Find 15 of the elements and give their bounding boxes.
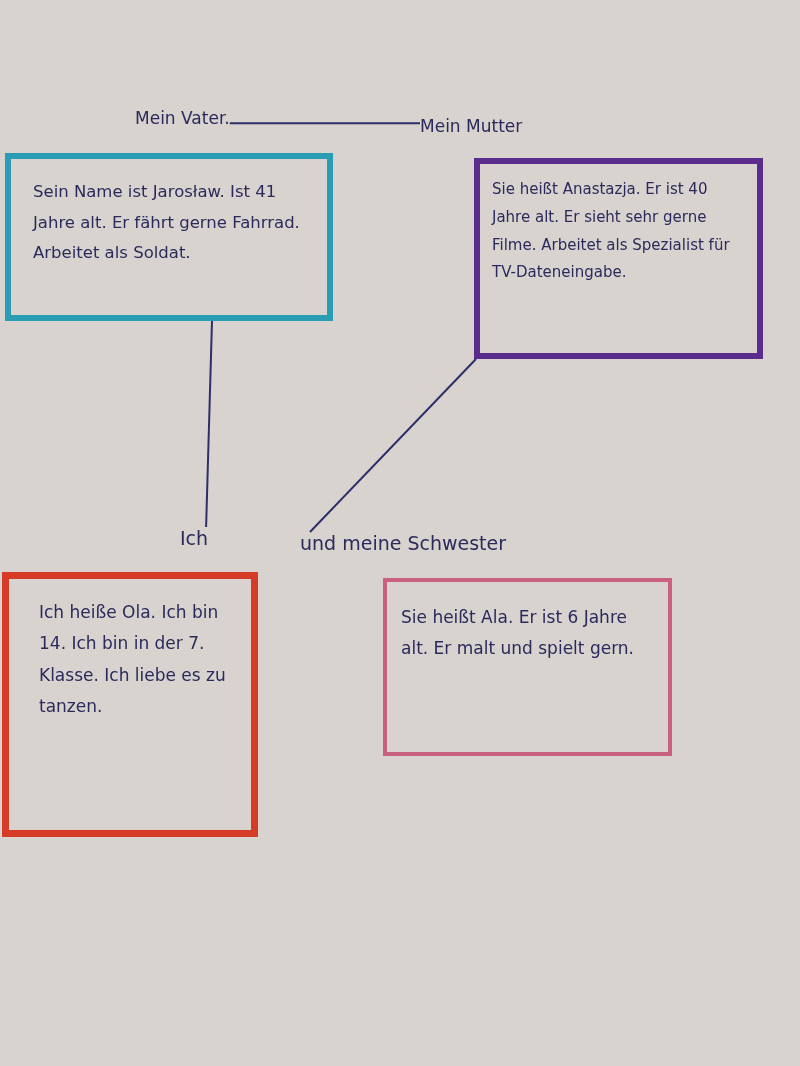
text-box [383, 578, 672, 756]
heading-text: Mein Mutter [420, 116, 523, 137]
heading-text: und meine Schwester [300, 532, 507, 555]
connector-line [309, 358, 477, 533]
description-text: Sie heißt Ala. Er ist 6 Jahre alt. Er malt und spielt gern. [401, 606, 635, 661]
description-text: Sein Name ist Jarosław. Ist 41 Jahre alt. Er fährt gerne Fahrrad. Arbeitet als Soldat. [33, 181, 301, 265]
description-text: Sie heißt Anastazja. Er ist 40 Jahre alt. Er sieht sehr gerne Filme. Arbeitet als Spezialist für TV-Dateneingabe. [492, 179, 731, 284]
text-box [474, 158, 763, 359]
description-text: Ich heiße Ola. Ich bin 14. Ich bin in der 7. Klasse. Ich liebe es zu tanzen. [39, 601, 227, 719]
heading-text: Ich [180, 527, 209, 550]
connector-line [205, 320, 213, 528]
text-box [5, 153, 333, 321]
connector-line [228, 122, 421, 125]
text-box [2, 572, 258, 837]
heading-text: Mein Vater. [135, 108, 230, 129]
